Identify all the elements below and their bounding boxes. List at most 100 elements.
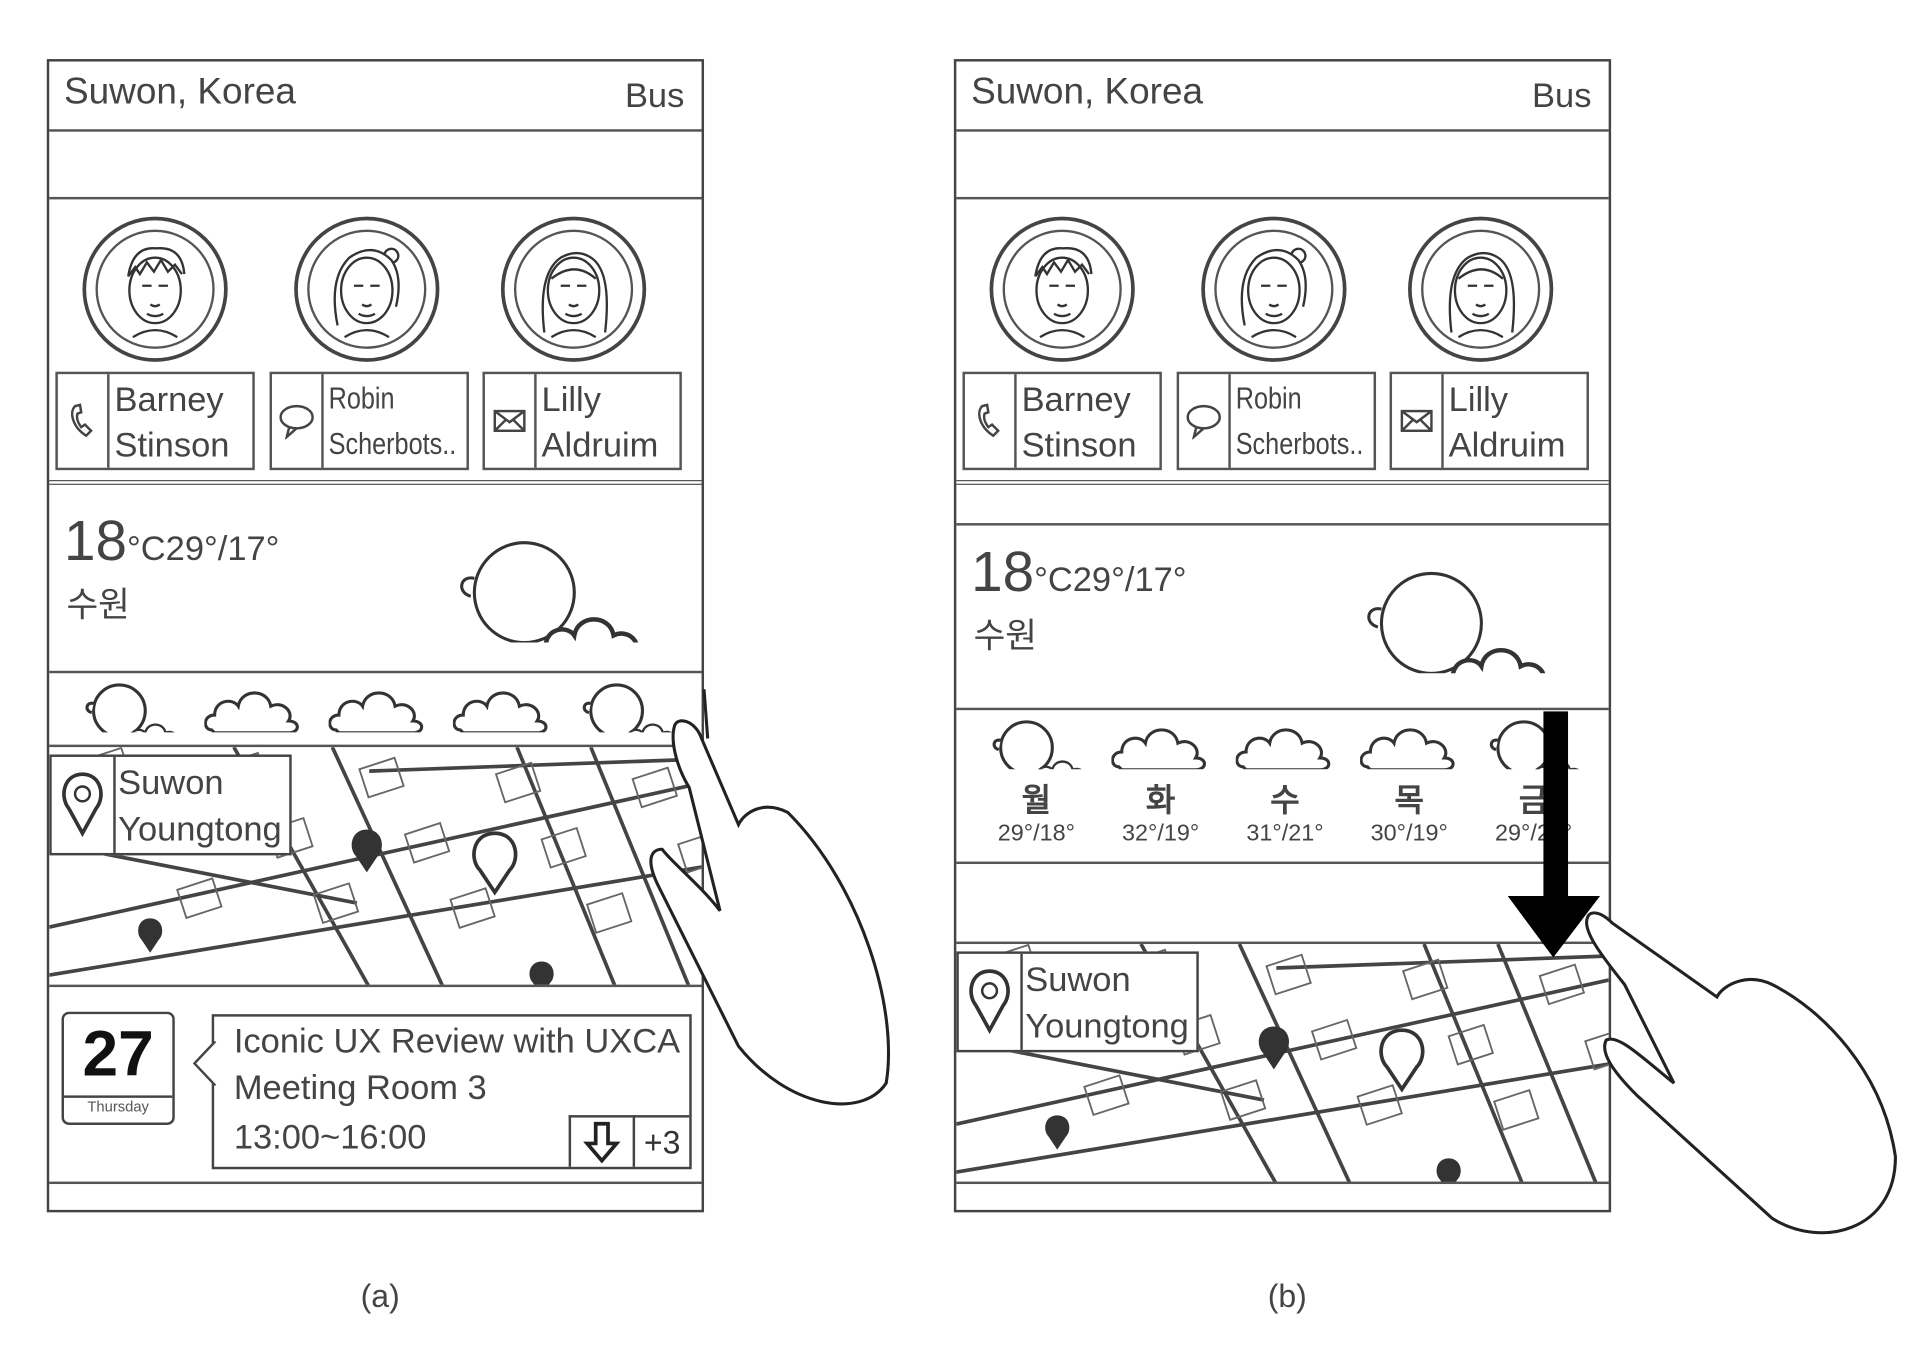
contact-avatar[interactable] bbox=[1201, 216, 1347, 362]
forecast-range: 32°/19° bbox=[1122, 820, 1200, 847]
map-pin-icon bbox=[472, 831, 518, 896]
forecast-weekday: 목 bbox=[1394, 781, 1424, 819]
first-name: Barney bbox=[114, 380, 224, 419]
forecast-range: 29°/18° bbox=[997, 820, 1075, 847]
weekly-forecast[interactable] bbox=[49, 673, 702, 751]
last-name: Stinson bbox=[1021, 425, 1137, 465]
contact-avatar[interactable] bbox=[989, 216, 1135, 362]
forecast-day[interactable] bbox=[198, 681, 309, 739]
forecast-weekday: 금 bbox=[1518, 781, 1549, 819]
figure-caption: (b) bbox=[1267, 1277, 1307, 1315]
map-city: Suwon bbox=[118, 763, 224, 802]
cloud-icon bbox=[1359, 728, 1455, 772]
sun-cloud-icon bbox=[443, 532, 652, 670]
forecast-day[interactable] bbox=[571, 681, 682, 751]
forecast-day[interactable] bbox=[322, 681, 433, 739]
chat-bubble-icon[interactable] bbox=[1179, 374, 1231, 468]
temperature-value: 18 bbox=[971, 539, 1035, 604]
phone-icon[interactable] bbox=[965, 374, 1017, 468]
location-pin-icon bbox=[959, 953, 1023, 1050]
more-events-button[interactable]: +3 bbox=[632, 1115, 690, 1167]
temperature-range: °C29°/17° bbox=[1034, 560, 1187, 599]
empty-bar bbox=[956, 864, 1609, 945]
contact-avatar[interactable] bbox=[82, 216, 228, 362]
forecast-weekday: 화 bbox=[1145, 781, 1176, 819]
cloud-icon bbox=[328, 691, 424, 735]
sun-cloud-icon bbox=[582, 683, 681, 751]
arrow-down-icon bbox=[583, 1121, 621, 1164]
cloud-icon bbox=[452, 691, 548, 735]
contact-avatar[interactable] bbox=[500, 216, 647, 362]
envelope-icon[interactable] bbox=[485, 374, 537, 468]
expand-down-button[interactable] bbox=[568, 1115, 633, 1167]
hand-drag-gesture-b bbox=[1585, 911, 1897, 1235]
forecast-weekday: 수 bbox=[1270, 781, 1300, 819]
weather-widget[interactable]: 18°C29°/17°수원 bbox=[956, 526, 1609, 711]
envelope-icon[interactable] bbox=[1392, 374, 1444, 468]
divider-bar bbox=[956, 485, 1609, 526]
map-pin-icon bbox=[1045, 1115, 1070, 1150]
sun-cloud-icon bbox=[85, 683, 184, 751]
status-header: Suwon, Korea Bus bbox=[49, 62, 702, 132]
first-name: Robin bbox=[328, 381, 395, 417]
forecast-range: 30°/19° bbox=[1370, 820, 1448, 847]
location-pin-icon bbox=[969, 969, 1010, 1035]
contact-avatar[interactable] bbox=[294, 216, 440, 362]
first-name: Lilly bbox=[541, 380, 601, 419]
contact-avatar[interactable] bbox=[1408, 216, 1554, 362]
location-pin-icon bbox=[62, 772, 103, 838]
location-pin-icon bbox=[52, 756, 116, 853]
date-day: 27 bbox=[64, 1014, 173, 1098]
map-pin-icon bbox=[529, 961, 554, 985]
weather-widget[interactable]: 18°C29°/17°수원 bbox=[49, 495, 702, 674]
map-district: Youngtong bbox=[118, 809, 282, 849]
forecast-range: 29°/20° bbox=[1494, 820, 1573, 847]
event-room: Meeting Room 3 bbox=[233, 1068, 487, 1107]
location-label: Suwon, Korea bbox=[971, 71, 1204, 113]
map-city: Suwon bbox=[1025, 960, 1131, 999]
location-label: Suwon, Korea bbox=[64, 71, 296, 113]
chat-bubble-icon[interactable] bbox=[272, 374, 324, 468]
first-name: Robin bbox=[1235, 381, 1302, 417]
forecast-day[interactable] bbox=[74, 681, 185, 751]
empty-bar bbox=[49, 132, 702, 200]
last-name: Aldruim bbox=[541, 425, 659, 465]
phone-icon[interactable] bbox=[58, 374, 110, 468]
map-pin-icon bbox=[1436, 1158, 1461, 1182]
transport-mode-button[interactable]: Bus bbox=[1532, 76, 1592, 115]
street-map[interactable] bbox=[956, 944, 1609, 1184]
transport-mode-button[interactable]: Bus bbox=[624, 76, 685, 115]
temperature-range: °C29°/17° bbox=[126, 529, 280, 568]
forecast-day[interactable] bbox=[447, 681, 558, 739]
date-weekday: Thursday bbox=[87, 1097, 149, 1116]
map-pin-icon bbox=[1379, 1028, 1425, 1093]
map-pin-icon bbox=[351, 829, 382, 873]
